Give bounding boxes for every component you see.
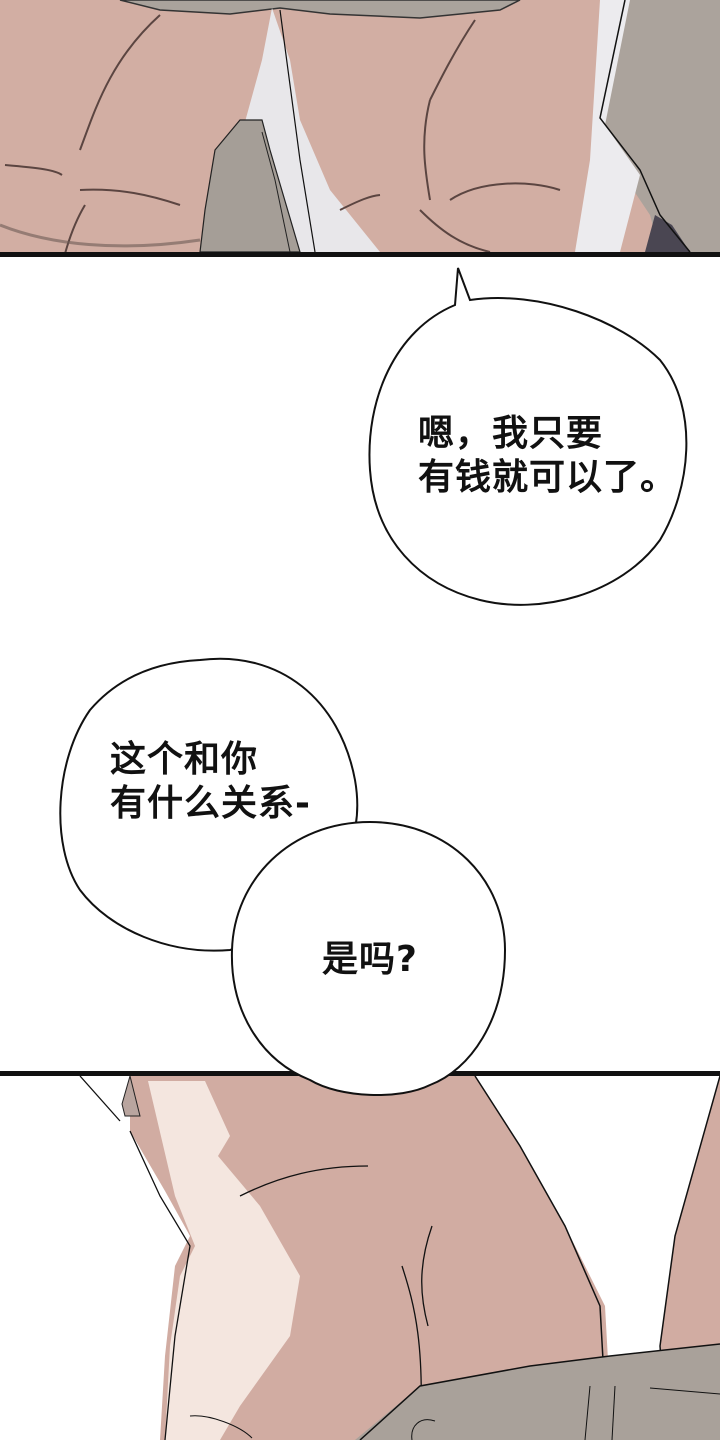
speech-bubble-1-text: 嗯，我只要 有钱就可以了。 (418, 413, 678, 498)
shoulder-illustration (0, 1076, 720, 1440)
torso-illustration (0, 0, 720, 252)
speech-bubble-3-text: 是吗? (322, 939, 418, 980)
speech-bubble-2-text: 这个和你 有什么关系- (110, 739, 311, 824)
comic-panel-torso (0, 0, 720, 252)
panel-border-bottom (0, 1071, 720, 1076)
comic-panel-shoulder (0, 1076, 720, 1440)
panel-border-top (0, 252, 720, 257)
